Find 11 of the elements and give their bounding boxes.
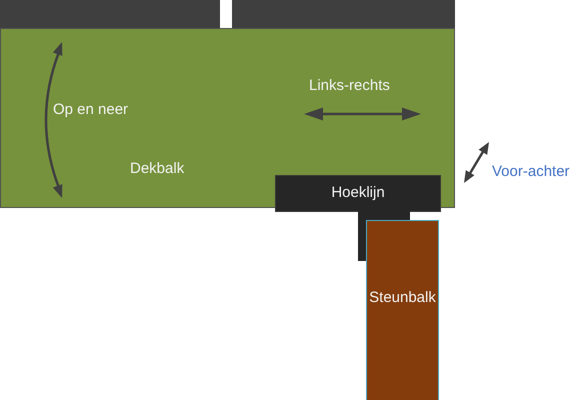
deck-plank xyxy=(232,0,455,28)
direction-label: Op en neer xyxy=(53,101,128,119)
direction-label: Links-rechts xyxy=(309,77,390,95)
part-label: Hoeklijn xyxy=(331,184,385,202)
beam xyxy=(0,28,455,208)
angle-bracket xyxy=(275,175,441,212)
support-beam xyxy=(366,220,439,400)
part-label: Dekbalk xyxy=(130,160,184,178)
part-label: Steunbalk xyxy=(369,289,436,307)
direction-label: Voor-achter xyxy=(492,163,570,181)
deck-plank xyxy=(0,0,220,28)
